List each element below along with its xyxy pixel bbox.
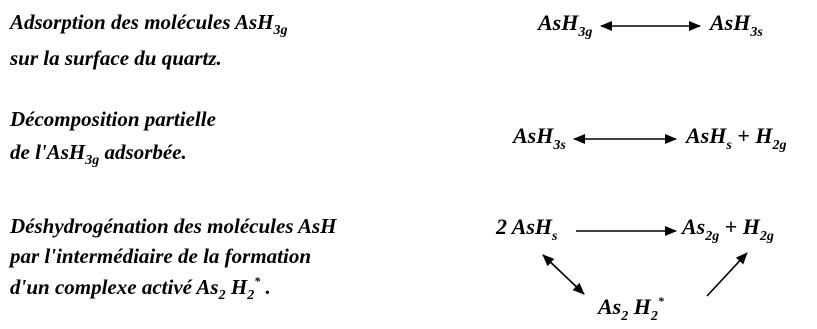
step2-line2: de l'AsH3g adsorbée. [10,140,187,168]
step3-eq-left: 2 AsHs [496,214,558,244]
step1-eq-right: AsH3s [710,10,763,40]
step1-line2: sur la surface du quartz. [10,46,222,70]
step3-diagonal-equilibrium-arrow [542,254,585,295]
step3-eq-right: As2g + H2g [682,214,774,244]
step3-diagonal-arrow [706,252,748,297]
step3-line2: par l'intermédiaire de la formation [10,244,312,268]
step2-eq-left: AsH3s [513,123,566,153]
step3-line1: Déshydrogénation des molécules AsH [10,214,337,238]
step3-eq-bottom: As2 H2* [598,294,664,324]
step2-eq-right: AsHs + H2g [686,123,787,153]
step1-line1: Adsorption des molécules AsH3g [10,10,288,38]
step2-line1: Décomposition partielle [10,107,216,131]
step3-line3: d'un complexe activé As2 H2* . [10,274,271,303]
step1-eq-left: AsH3g [538,10,593,40]
